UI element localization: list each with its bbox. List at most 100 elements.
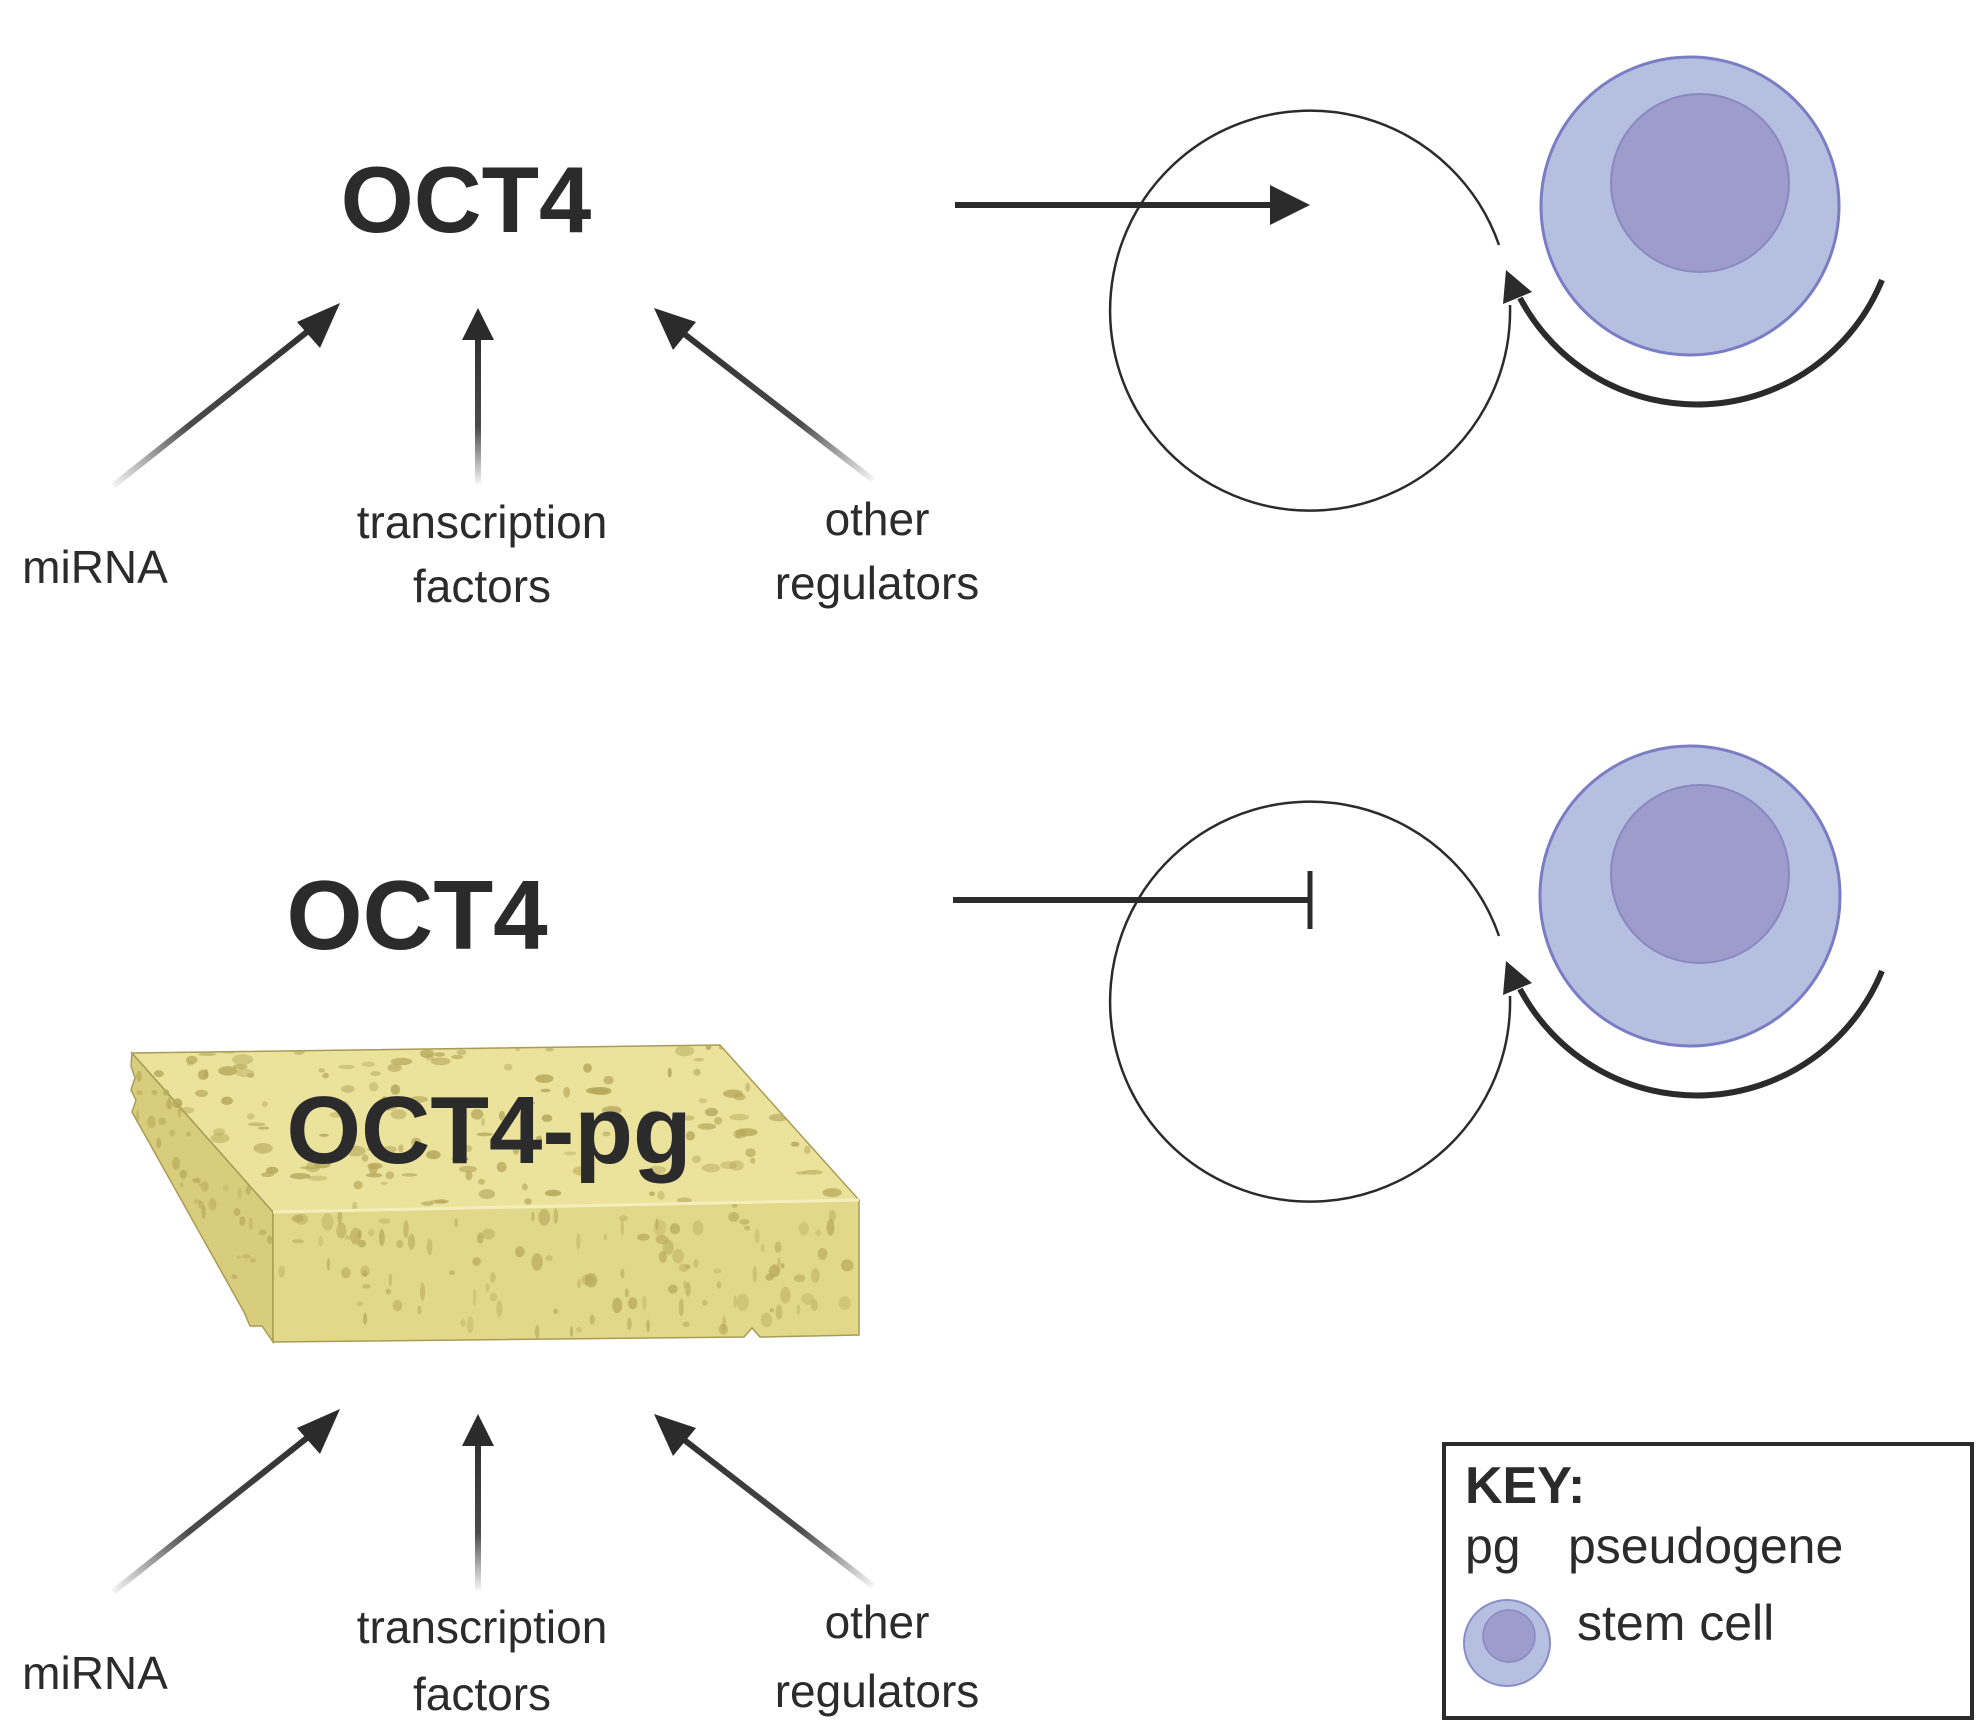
- sponge-pore: [385, 1171, 395, 1180]
- sponge-pore: [553, 1308, 559, 1314]
- sponge-pore: [390, 1084, 401, 1095]
- sponge-pore: [576, 1326, 583, 1333]
- key-title: KEY:: [1465, 1457, 1585, 1515]
- sponge-pore: [637, 1233, 650, 1241]
- sponge-pore: [496, 1135, 503, 1141]
- sponge-pore: [201, 1181, 209, 1192]
- sponge-pore: [231, 1274, 238, 1279]
- sponge-pore: [589, 1314, 595, 1325]
- sponge-pore: [379, 1229, 385, 1247]
- sponge-pore: [463, 1145, 473, 1152]
- sponge-pore: [535, 1074, 554, 1083]
- sponge-pore: [363, 1312, 368, 1325]
- sponge-pore: [676, 1197, 692, 1203]
- sponge-pore: [385, 1288, 392, 1295]
- sponge-pore: [165, 1099, 173, 1110]
- sponge-pore: [367, 1162, 383, 1169]
- label-mirna-bottom: miRNA: [22, 1647, 168, 1699]
- key-meaning-pseudogene: pseudogene: [1568, 1518, 1843, 1574]
- top-panel: OCT4 miRNA transcription factors other r…: [22, 55, 1885, 612]
- regulator-arrow-mirna-bottom: [111, 1409, 340, 1595]
- sponge-pore: [761, 1243, 765, 1253]
- sponge-pore: [192, 1177, 201, 1183]
- sponge-pore: [802, 1169, 823, 1175]
- sponge-pore: [318, 1235, 324, 1247]
- sponge-pore: [353, 1180, 363, 1190]
- sponge-pore: [667, 1067, 672, 1078]
- sponge-pore: [357, 1229, 362, 1240]
- label-other-bottom: other: [825, 1596, 930, 1648]
- sponge-pore: [179, 1106, 195, 1114]
- sponge-pore: [641, 1295, 647, 1310]
- label-regulators-top: regulators: [775, 557, 980, 609]
- sponge-pore: [531, 1253, 543, 1271]
- sponge-pore: [745, 1082, 751, 1092]
- sponge-pore: [826, 1219, 835, 1236]
- sponge-pore: [319, 1133, 329, 1137]
- sponge-pore: [720, 1161, 737, 1169]
- sponge-pore: [780, 1263, 785, 1269]
- sponge-pore: [619, 1215, 629, 1222]
- sponge-pore: [156, 1137, 162, 1149]
- sponge-pore: [307, 1175, 328, 1181]
- sponge-pore: [692, 1220, 704, 1236]
- sponge-pore: [325, 1154, 335, 1164]
- sponge-pore: [356, 1301, 364, 1306]
- sponge-pore: [482, 1228, 495, 1240]
- sponge-pore: [454, 1218, 459, 1228]
- sponge-pore: [583, 1063, 592, 1073]
- sponge-pore: [421, 1201, 434, 1206]
- sponge-pore: [321, 1213, 334, 1231]
- key-symbol-pg: pg: [1465, 1518, 1521, 1574]
- sponge-pore: [366, 1172, 383, 1178]
- sponge-pore: [151, 1089, 158, 1096]
- sponge-pore: [249, 1258, 257, 1263]
- label-other-top: other: [825, 493, 930, 545]
- sponge-pore: [147, 1115, 156, 1129]
- sponge-pore: [754, 1228, 760, 1244]
- stem-cell-top: [1108, 55, 1885, 512]
- sponge-pore: [465, 1171, 473, 1181]
- sponge-pore: [655, 1217, 659, 1230]
- sponge-pore: [236, 1255, 242, 1260]
- sponge-pore: [392, 1300, 403, 1312]
- sponge-pore: [838, 1296, 852, 1310]
- sponge-pore: [675, 1045, 695, 1057]
- label-factors-bottom: factors: [413, 1668, 551, 1720]
- sponge-pore: [718, 1323, 728, 1335]
- arrowhead-icon: [654, 308, 696, 350]
- regulator-arrow-other-top: [654, 308, 875, 483]
- sponge-pore: [653, 1219, 667, 1236]
- sponge-pore: [520, 1101, 536, 1105]
- sponge-pore: [693, 1068, 701, 1076]
- sponge-pore: [361, 1154, 369, 1162]
- sponge-pore: [210, 1133, 230, 1144]
- sponge-label-oct4-pg: OCT4-pg: [286, 1077, 691, 1184]
- sponge-pore: [291, 1239, 305, 1244]
- sponge-pore: [158, 1117, 166, 1126]
- label-transcription-top: transcription: [357, 496, 608, 548]
- sponge-pore: [267, 1235, 273, 1244]
- sponge-pore: [713, 1268, 722, 1274]
- sponge-pore: [627, 1317, 632, 1331]
- sponge-pore: [218, 1066, 238, 1076]
- sponge-pore: [180, 1182, 184, 1187]
- sponge-pore: [796, 1304, 801, 1315]
- sponge-pore: [648, 1165, 667, 1175]
- sponge-pore: [417, 1305, 422, 1315]
- sponge-pore: [344, 1235, 351, 1240]
- sponge-pore: [538, 1208, 550, 1226]
- label-mirna-top: miRNA: [22, 541, 168, 593]
- sponge-pore: [322, 1072, 329, 1079]
- sponge-pore: [253, 1143, 273, 1154]
- sponge-pore: [682, 1321, 691, 1328]
- sponge-pore: [449, 1270, 455, 1276]
- regulator-arrow-other-bottom: [654, 1414, 875, 1589]
- sponge-pore: [803, 1145, 811, 1155]
- sponge-pore: [765, 1273, 774, 1281]
- sponge-pore: [524, 1198, 532, 1205]
- sponge-pore: [162, 1089, 170, 1096]
- sponge-pore: [398, 1144, 404, 1153]
- sponge-pore: [584, 1273, 598, 1288]
- sponge-pore: [341, 1085, 355, 1093]
